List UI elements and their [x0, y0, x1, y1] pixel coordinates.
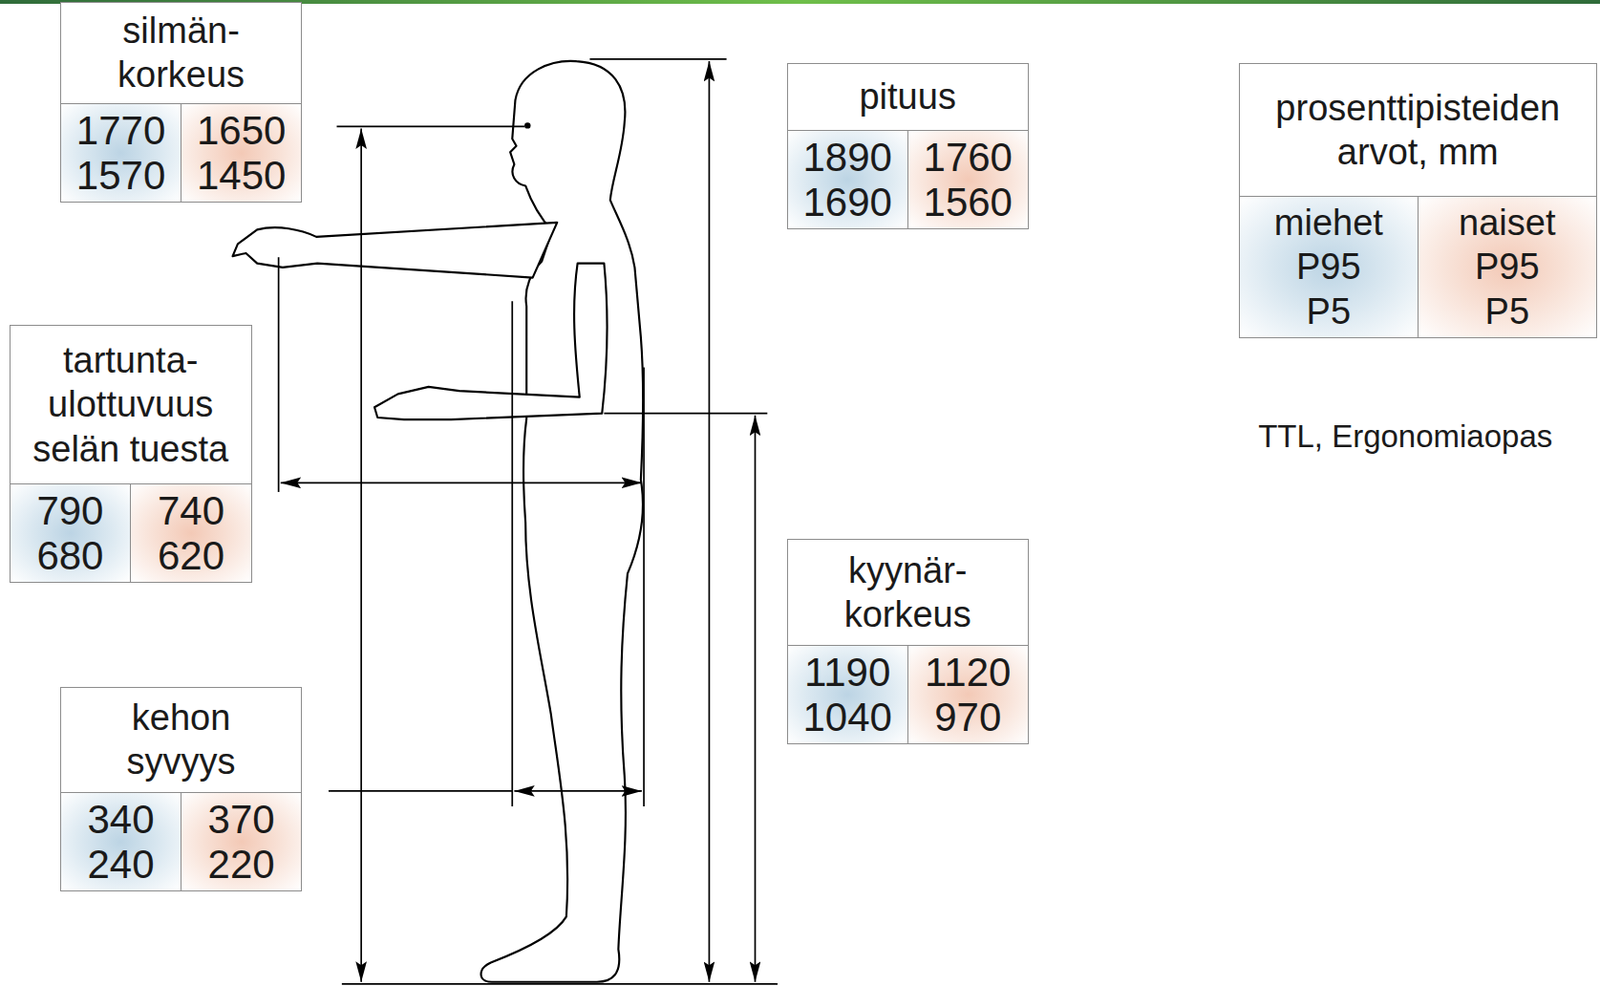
value-row: 119010401120970: [788, 645, 1028, 744]
value-row: 790680740620: [10, 484, 252, 582]
men-cell: miehetP95P5: [1239, 196, 1418, 338]
percentile-value: 620: [134, 533, 248, 578]
women-cell: naisetP95P5: [1417, 196, 1597, 338]
percentile-value: 1690: [791, 179, 904, 225]
percentile-value: 1560: [912, 179, 1024, 225]
percentile-value: 1760: [912, 134, 1024, 180]
percentile-value: 220: [185, 841, 298, 887]
measure-table: silmän- korkeus1770157016501450: [60, 1, 302, 203]
table-heading: prosenttipisteiden arvot, mm: [1247, 85, 1589, 175]
percentile-value: 1570: [64, 152, 177, 198]
table-heading-cell: prosenttipisteiden arvot, mm: [1239, 64, 1597, 197]
men-cell: 340240: [61, 792, 181, 891]
table-heading-cell: tartunta- ulottuvuus selän tuesta: [10, 325, 252, 486]
percentile-value: 1120: [912, 649, 1024, 695]
ground-line: [341, 982, 778, 985]
value-row: miehetP95P5naisetP95P5: [1239, 196, 1597, 338]
table-heading: pituus: [858, 74, 956, 119]
percentile-value: 1040: [791, 694, 904, 740]
outstretched-arm: [233, 222, 558, 278]
percentile-value: 240: [64, 841, 177, 887]
table-heading-cell: silmän- korkeus: [61, 2, 301, 105]
depth-dimension: [513, 789, 642, 792]
women-cell: 740620: [129, 484, 252, 582]
men-cell: 11901040: [788, 645, 908, 744]
table-heading-cell: pituus: [788, 64, 1028, 130]
percentile-value: 1770: [64, 107, 177, 153]
measure-table: kyynär- korkeus119010401120970: [787, 538, 1029, 745]
percentile-value: 1450: [185, 152, 298, 198]
men-cell: 18901690: [788, 130, 908, 229]
table-heading: tartunta- ulottuvuus selän tuesta: [18, 338, 244, 471]
stature-level-line: [589, 58, 726, 61]
women-cell: 370220: [180, 792, 301, 891]
value-row: 1890169017601560: [788, 130, 1028, 229]
stature-dimension: [708, 61, 711, 982]
legend-text: P5: [1243, 289, 1414, 334]
reach-guide: [277, 256, 280, 492]
percentile-value: 740: [134, 488, 248, 534]
women-cell: 16501450: [180, 104, 301, 202]
legend-text: miehet: [1243, 200, 1414, 245]
women-cell: 17601560: [907, 130, 1028, 229]
bent-arm: [374, 263, 608, 420]
men-cell: 17701570: [61, 104, 181, 202]
reach-dimension: [280, 481, 642, 484]
percentile-value: 1190: [791, 649, 904, 695]
table-heading: kyynär- korkeus: [795, 548, 1021, 638]
elbow-level-line: [603, 412, 768, 415]
percentile-value: 340: [64, 796, 177, 842]
value-row: 340240370220: [61, 792, 301, 891]
legend-text: naiset: [1422, 200, 1593, 245]
elbow-height-dimension: [754, 415, 757, 982]
value-row: 1770157016501450: [61, 104, 301, 202]
table-heading-cell: kehon syvyys: [61, 687, 301, 793]
body-back-guide: [642, 367, 645, 807]
eye-height-dimension: [360, 128, 363, 982]
measure-table: kehon syvyys340240370220: [60, 686, 302, 892]
legend-table: prosenttipisteiden arvot, mmmiehetP95P5n…: [1238, 63, 1598, 339]
legend-text: P5: [1422, 289, 1593, 334]
percentile-value: 1650: [185, 107, 298, 153]
percentile-value: 370: [185, 796, 298, 842]
measure-table: tartunta- ulottuvuus selän tuesta 7906807…: [9, 324, 253, 584]
depth-leader: [328, 789, 512, 792]
percentile-value: 790: [14, 488, 128, 534]
source-note: TTL, Ergonomiaopas: [1258, 418, 1553, 455]
eye-level-line: [337, 126, 526, 128]
body-outline: [481, 61, 644, 982]
body-front-guide: [511, 300, 513, 807]
table-heading: kehon syvyys: [90, 695, 273, 785]
percentile-value: 1890: [791, 134, 904, 180]
legend-text: P95: [1243, 244, 1414, 289]
percentile-value: 680: [14, 533, 128, 578]
table-heading: silmän- korkeus: [68, 8, 294, 98]
table-heading-cell: kyynär- korkeus: [788, 539, 1028, 646]
eye: [524, 122, 531, 128]
legend-text: P95: [1422, 244, 1593, 289]
men-cell: 790680: [10, 484, 131, 582]
percentile-value: 970: [912, 694, 1024, 740]
measure-table: pituus 1890169017601560: [787, 63, 1029, 229]
women-cell: 1120970: [907, 645, 1028, 744]
